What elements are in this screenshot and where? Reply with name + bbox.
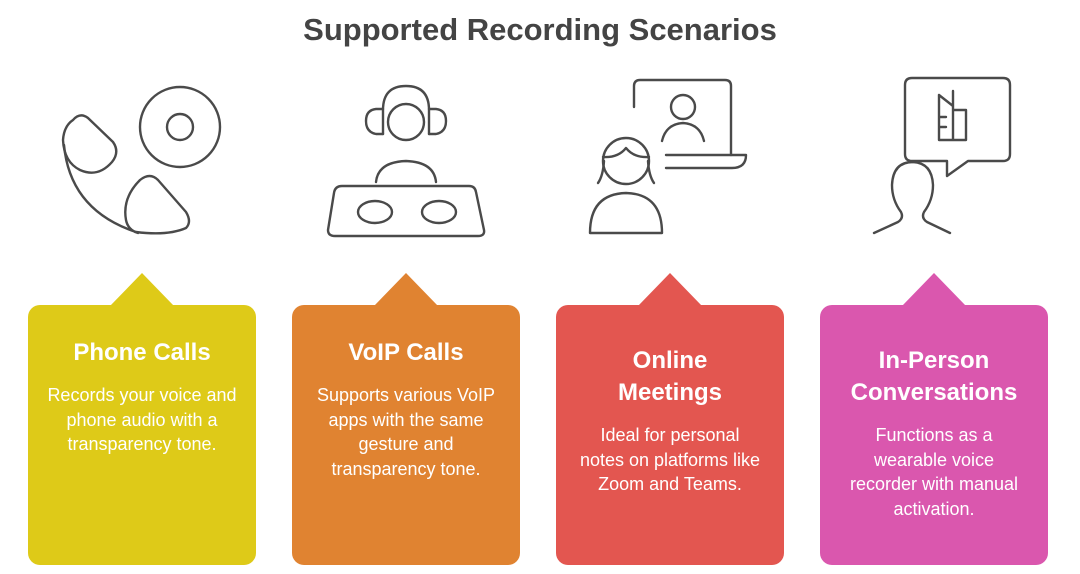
card-title: Online Meetings — [617, 347, 722, 406]
card-description: Ideal for personal notes on platforms li… — [579, 425, 761, 494]
card-description: Functions as a wearable voice recorder w… — [849, 425, 1019, 519]
diagram-title: Supported Recording Scenarios — [303, 12, 777, 47]
headset-operator-icon — [292, 70, 520, 240]
card-description: Supports various VoIP apps with the same… — [316, 385, 496, 479]
video-meeting-icon — [556, 70, 784, 240]
card-online-meetings: Online Meetings Ideal for personal notes… — [556, 273, 784, 565]
card-voip-calls: VoIP Calls Supports various VoIP apps wi… — [292, 273, 520, 565]
card-title: VoIP Calls — [348, 339, 464, 366]
card-phone-calls: Phone Calls Records your voice and phone… — [28, 273, 256, 565]
person-speech-icon — [820, 70, 1048, 240]
card-title: In-Person Conversations — [850, 347, 1018, 406]
card-description: Records your voice and phone audio with … — [47, 385, 237, 454]
card-title: Phone Calls — [73, 339, 211, 366]
phone-icon — [28, 70, 256, 240]
card-in-person-conversations: In-Person Conversations Functions as a w… — [820, 273, 1048, 565]
